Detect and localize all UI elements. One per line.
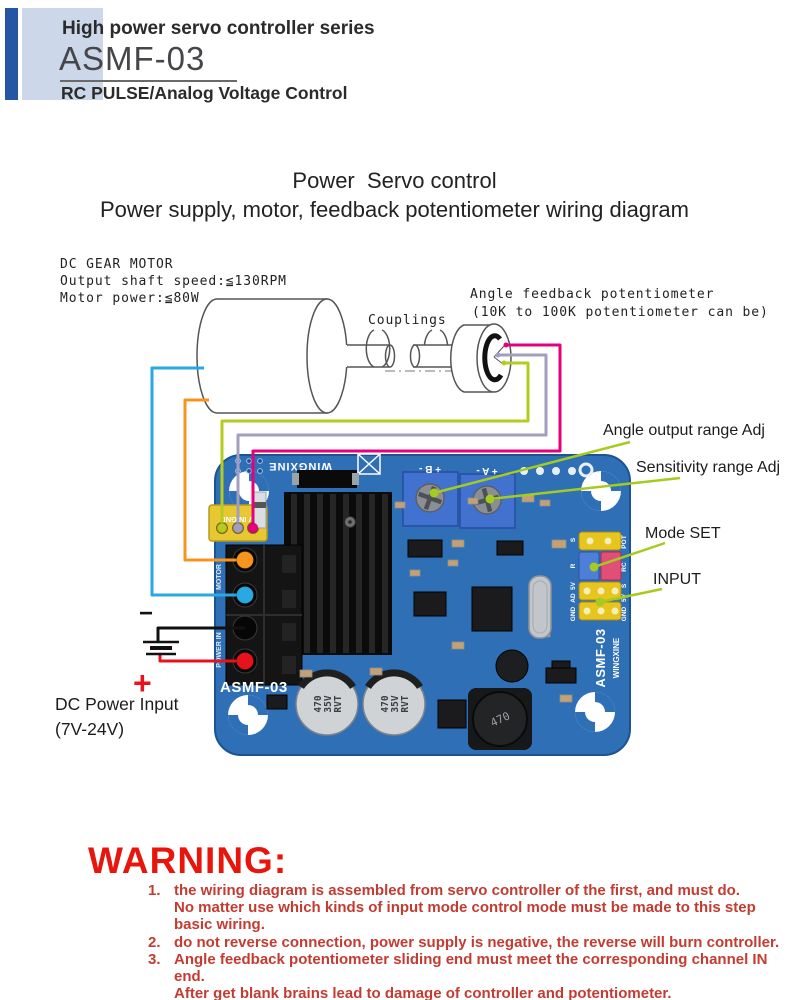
pcb-brand-top: WINGXINE	[268, 460, 332, 472]
cap2-series: RVT	[400, 695, 411, 712]
board-name-silkscreen: ASMF-03	[220, 679, 288, 696]
motor-name-label: DC GEAR MOTOR	[60, 257, 173, 272]
capacitor-2: 470 35V RVT	[362, 669, 426, 736]
pot-label-line1: Angle feedback potentiometer	[470, 287, 714, 302]
callout-line-input	[599, 587, 663, 604]
cap2-voltage: 35V	[390, 695, 401, 712]
jumper-label-pot: POT	[621, 535, 628, 548]
jumper-label-gnd2: GND	[621, 606, 628, 621]
wire-motor-blue	[150, 366, 245, 597]
diagram-labels: DC GEAR MOTOR Output shaft speed:≦130RPM…	[55, 257, 780, 739]
motor-drawing	[196, 298, 396, 414]
warning-item-2: 2. do not reverse connection, power supp…	[148, 934, 789, 951]
warning-item-number: 1.	[148, 882, 161, 899]
mounting-hole	[575, 692, 615, 732]
wire-terminals	[216, 342, 509, 670]
wire-pot-wiper	[236, 353, 548, 528]
sensitivity-adj-label: Sensitivity range Adj	[636, 459, 780, 476]
jumper-label-ad: AD	[570, 593, 577, 603]
control-type-subtitle: RC PULSE/Analog Voltage Control	[61, 83, 348, 103]
diagram-title: Power Servo control Power supply, motor,…	[0, 168, 789, 223]
motor-speed-label: Output shaft speed:≦130RPM	[60, 274, 287, 289]
warning-item-line: After get blank brains lead to damage of…	[174, 985, 672, 1000]
trimmer-pot-b	[402, 471, 459, 527]
dc-power-label-line2: (7V-24V)	[55, 719, 124, 739]
wiring-diagram: WINGXINE	[55, 257, 780, 756]
warning-item-1: 1. the wiring diagram is assembled from …	[148, 882, 789, 934]
jumper-labels: S R 5V AD GND POT RC S 5V GND	[570, 535, 628, 621]
header-accent-bar-light	[22, 8, 103, 100]
jumper-label-rc: RC	[621, 562, 628, 572]
jumper-label-5v: 5V	[570, 581, 577, 590]
warning-item-line: the wiring diagram is assembled from ser…	[174, 882, 740, 899]
battery-symbol	[143, 640, 179, 656]
trimmer-b-label: + B -	[419, 463, 441, 474]
cap1-series: RVT	[333, 695, 344, 712]
wire-motor-orange	[183, 398, 245, 562]
plus-sign: +	[133, 665, 152, 701]
solder-pads-row	[520, 462, 594, 478]
warning-item-line: No matter use which kinds of input mode …	[174, 899, 756, 917]
jumper-label-gnd: GND	[570, 606, 577, 621]
couplings-label: Couplings	[368, 313, 447, 328]
cap1-value: 470	[313, 695, 324, 712]
mode-set-label: Mode SET	[645, 525, 721, 542]
dc-power-label-line1: DC Power Input	[55, 694, 179, 714]
inductor-large: 470	[468, 688, 532, 750]
weee-icon	[357, 453, 381, 475]
wire-power-positive	[158, 654, 245, 663]
diagram-title-line2: Power supply, motor, feedback potentiome…	[100, 197, 689, 222]
header-underline	[60, 80, 237, 82]
warning-title: WARNING:	[88, 840, 288, 881]
capacitor-1: 470 35V RVT	[295, 669, 359, 736]
wire-power-negative	[156, 626, 245, 642]
callout-lines	[429, 440, 681, 607]
wires	[143, 343, 562, 663]
callout-line-angle-adj	[433, 440, 631, 495]
warning-item-line: Angle feedback potentiometer sliding end…	[174, 950, 768, 986]
board-name-vertical: ASMF-03	[593, 628, 608, 687]
series-title: High power servo controller series	[62, 18, 375, 39]
jumper-label-s2: S	[621, 583, 628, 588]
brand-vertical: WINGXINE	[612, 637, 621, 678]
trimmer-a-label: + A -	[476, 465, 497, 476]
cap1-voltage: 35V	[323, 695, 334, 712]
warning-item-number: 2.	[148, 933, 161, 951]
motor-power-label: Motor power:≦80W	[60, 291, 200, 306]
pin-hole-grid	[235, 458, 263, 474]
warning-item-number: 3.	[148, 950, 161, 968]
header-accent-bar-dark	[5, 8, 18, 100]
wire-pot-end1	[251, 343, 562, 528]
inductor-small	[495, 649, 529, 683]
callout-line-mode-set	[593, 541, 666, 569]
terminal-power-label: POWER IN	[216, 632, 223, 667]
warning-item-line: basic wiring.	[174, 916, 265, 934]
pot-label-line2: (10K to 100K potentiometer can be)	[472, 305, 769, 320]
mounting-hole	[228, 695, 268, 735]
couplings-drawing	[365, 329, 470, 372]
wire-pot-end2	[220, 361, 530, 528]
warning-item-3: 3. Angle feedback potentiometer sliding …	[148, 951, 789, 1000]
jumper-label-s: S	[570, 537, 577, 542]
potentiometer-drawing	[449, 323, 512, 393]
jumper-label-r: R	[570, 563, 577, 568]
crystal-oscillator	[528, 575, 552, 639]
model-name: ASMF-03	[59, 40, 206, 77]
diagram-title-line1: Power Servo control	[292, 168, 497, 193]
angle-adj-label: Angle output range Adj	[603, 422, 765, 439]
callout-line-sensitivity	[489, 476, 681, 501]
pcb-board: WINGXINE	[208, 453, 631, 756]
input-label: INPUT	[653, 571, 701, 588]
cap2-value: 470	[380, 695, 391, 712]
ic-chips	[266, 539, 577, 729]
minus-sign: −	[139, 600, 153, 627]
warning-item-line: do not reverse connection, power supply …	[174, 933, 780, 951]
warning-list: 1. the wiring diagram is assembled from …	[148, 882, 789, 1000]
terminal-motor-label: MOTOR	[216, 564, 223, 590]
mode-jumper-block	[578, 531, 622, 621]
